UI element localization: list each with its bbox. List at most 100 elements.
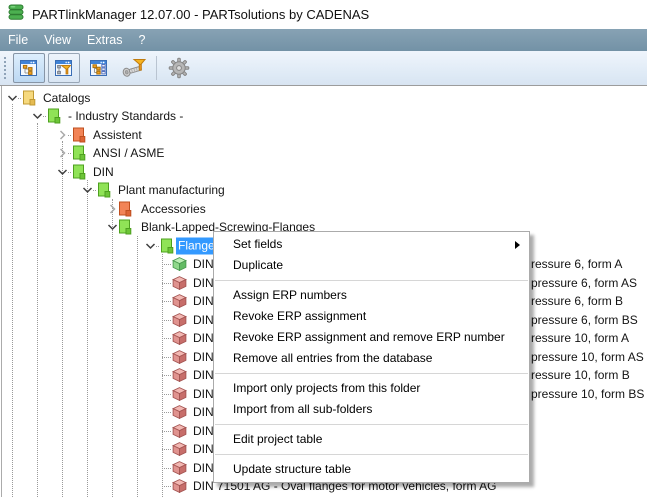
window-title: PARTlinkManager 12.07.00 - PARTsolutions… [32, 7, 370, 22]
gear-icon [167, 57, 191, 79]
tree-row-suffix: pressure 6, form BS [531, 312, 638, 327]
tree-connector [162, 412, 171, 413]
part-cube-icon [172, 405, 187, 420]
menu-item-assign-erp-numbers[interactable]: Assign ERP numbers [214, 285, 529, 306]
expand-chevron-icon[interactable] [107, 203, 118, 214]
tree-row[interactable]: Assistent [0, 125, 647, 144]
menu-item-duplicate[interactable]: Duplicate [214, 255, 529, 276]
menu-bar: File View Extras? [0, 29, 647, 51]
toolbar [0, 51, 647, 86]
tree-row[interactable]: DIN pressure 6, form BS [0, 310, 647, 329]
tree-row[interactable]: DIN ressure 6, form B [0, 292, 647, 311]
menubar-item-[interactable]: ? [138, 33, 146, 47]
tree-connector [162, 467, 171, 469]
tree-guide-line [137, 236, 138, 497]
menu-item-import-from-all-sub-folders[interactable]: Import from all sub-folders [214, 399, 529, 420]
window-tree-button[interactable] [13, 53, 45, 83]
menu-separator [215, 280, 528, 281]
part-cube-icon [172, 386, 187, 401]
collapse-chevron-icon[interactable] [107, 222, 118, 233]
tree-row[interactable]: - Industry Standards - [0, 107, 647, 126]
database-icon [7, 3, 25, 26]
tree-connector [18, 97, 21, 99]
tree-row[interactable]: ANSI / ASME [0, 144, 647, 163]
expand-chevron-icon[interactable] [57, 148, 68, 159]
tree-row-label: DIN [193, 349, 214, 364]
window-tree-table-icon [90, 59, 108, 77]
tree-row-label: DIN [193, 460, 214, 475]
tree-row[interactable]: Accessories [0, 199, 647, 218]
menu-item-label: Import from all sub-folders [233, 402, 373, 416]
folder-icon [72, 145, 86, 161]
tree-connector [162, 319, 171, 321]
bolt-filter-button[interactable] [118, 53, 150, 83]
window-tree-icon [20, 59, 38, 77]
collapse-chevron-icon[interactable] [57, 166, 68, 177]
tree-row-label: DIN [193, 312, 214, 327]
menu-item-label: Update structure table [233, 462, 352, 476]
gear-button [163, 53, 195, 83]
tree-row-label: DIN [193, 294, 214, 308]
tree-guide-line [87, 180, 88, 497]
tree-connector [162, 301, 171, 302]
tree-row[interactable]: DIN [0, 440, 647, 459]
expand-chevron-icon[interactable] [57, 129, 68, 140]
tree-row-suffix: ressure 6, form B [531, 294, 624, 308]
collapse-chevron-icon[interactable] [7, 92, 18, 103]
menu-item-update-structure-table[interactable]: Update structure table [214, 459, 529, 480]
tree-row-label: Flanges [176, 237, 224, 254]
tree-row[interactable]: Plant manufacturing [0, 181, 647, 200]
tree-connector [162, 282, 171, 284]
collapse-chevron-icon[interactable] [145, 240, 156, 251]
tree-row-suffix: pressure 10, form BS [531, 386, 645, 401]
tree-row-label: DIN [93, 164, 114, 179]
folder-icon [22, 90, 36, 106]
window-tree-filter-button[interactable] [48, 53, 80, 83]
menu-item-import-only-projects-from-this-folder[interactable]: Import only projects from this folder [214, 378, 529, 399]
collapse-chevron-icon[interactable] [32, 111, 43, 122]
menu-item-revoke-erp-assignment-and-remove-erp-number[interactable]: Revoke ERP assignment and remove ERP num… [214, 327, 529, 348]
menu-separator [215, 373, 528, 374]
tree-row-selected[interactable]: Flanges [0, 236, 647, 255]
menu-item-label: Assign ERP numbers [233, 288, 347, 302]
menu-item-label: Remove all entries from the database [233, 351, 433, 365]
tree-row-label: Accessories [141, 201, 206, 216]
tree-row[interactable]: Catalogs [0, 88, 647, 107]
toolbar-grip[interactable] [4, 57, 8, 79]
tree-row-label: Plant manufacturing [118, 183, 225, 197]
tree-row[interactable]: DIN [0, 458, 647, 477]
part-cube-icon [172, 349, 187, 364]
tree-row[interactable]: DIN [0, 421, 647, 440]
tree-connector [162, 449, 171, 450]
tree-guide-line [62, 141, 63, 497]
menu-item-revoke-erp-assignment[interactable]: Revoke ERP assignment [214, 306, 529, 327]
menu-separator [215, 424, 528, 425]
tree-row-label: DIN [193, 275, 214, 290]
menubar-item-view[interactable]: View [44, 33, 72, 47]
tree-row[interactable]: Blank-Lapped-Screwing-Flanges [0, 218, 647, 237]
menubar-item-extras[interactable]: Extras [87, 33, 123, 47]
menu-item-label: Set fields [233, 237, 283, 251]
menu-item-set-fields[interactable]: Set fields [214, 234, 529, 255]
tree-row-suffix: ressure 10, form A [531, 331, 630, 345]
tree-row-label: DIN [193, 331, 214, 345]
menu-item-label: Duplicate [233, 258, 284, 272]
window-tree-table-button[interactable] [83, 53, 115, 83]
tree-row-label: ANSI / ASME [93, 146, 165, 160]
tree-row[interactable]: DIN ressure 10, form A [0, 329, 647, 348]
collapse-chevron-icon[interactable] [82, 185, 93, 196]
part-cube-icon [172, 257, 187, 272]
tree-row[interactable]: DIN [0, 162, 647, 181]
menu-item-edit-project-table[interactable]: Edit project table [214, 429, 529, 450]
menubar-item-file[interactable]: File [8, 33, 29, 47]
part-cube-icon [172, 423, 187, 438]
tree-row-label: Catalogs [43, 90, 91, 105]
menu-item-remove-all-entries-from-the-database[interactable]: Remove all entries from the database [214, 348, 529, 369]
tree-row[interactable]: DIN [0, 403, 647, 422]
folder-icon [72, 127, 86, 143]
